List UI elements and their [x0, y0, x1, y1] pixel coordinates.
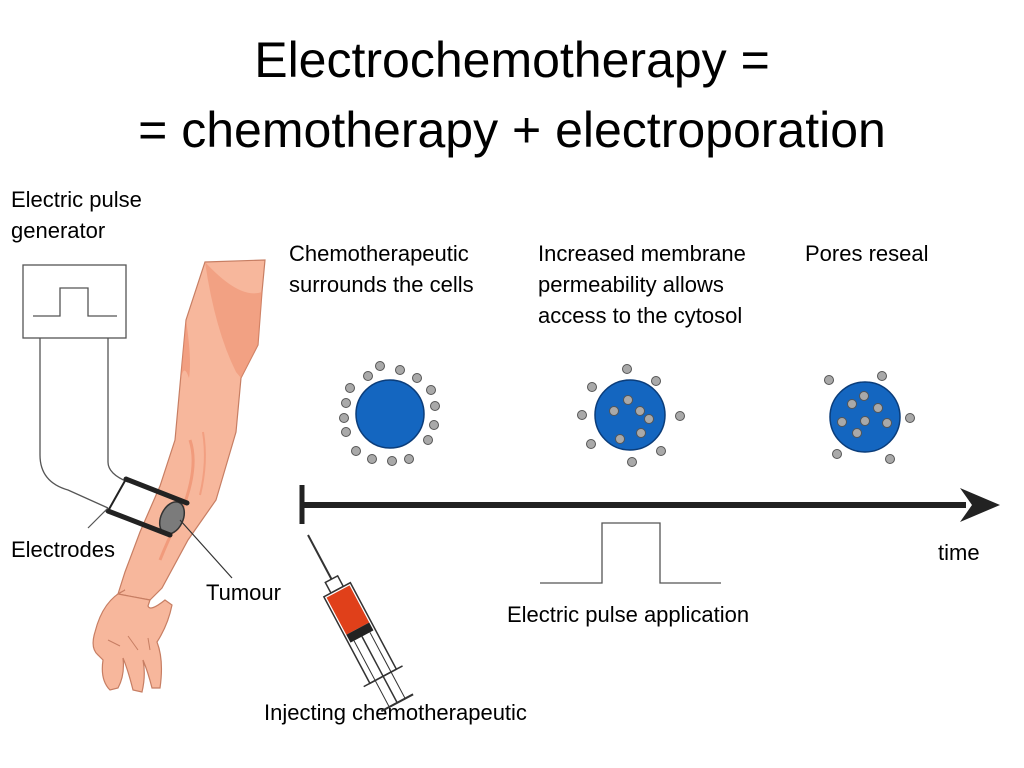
- timeline-arrow: [299, 485, 1000, 524]
- stage-2-caption: Increased membrane permeability allows a…: [538, 241, 746, 328]
- generator-wires: [39, 338, 129, 509]
- cell-body: [355, 379, 425, 449]
- tumour-pointer: [179, 519, 233, 579]
- arm-icon: [92, 259, 266, 693]
- upper-arm-shade: [205, 262, 262, 378]
- tumour-label: Tumour: [206, 580, 281, 605]
- electrodes-label: Electrodes: [11, 537, 115, 562]
- elbow-shade: [180, 320, 190, 385]
- square-pulse-generator-icon: [22, 264, 127, 339]
- stage-3-cell: [824, 371, 915, 464]
- hand-shape: [92, 589, 173, 693]
- forearm-line: [199, 431, 206, 496]
- title-line-1: Electrochemotherapy =: [254, 32, 770, 88]
- stage-3-caption: Pores reseal: [805, 241, 929, 266]
- stage-1-caption: Chemotherapeutic surrounds the cells: [289, 241, 474, 297]
- stage-1-cell: [339, 361, 440, 466]
- time-label: time: [938, 540, 980, 565]
- syringe-icon: [307, 534, 414, 713]
- electric-pulse-waveform: [540, 522, 721, 584]
- electrodes: [105, 476, 190, 538]
- stage-2-cell: [577, 364, 685, 467]
- finger-lines: [107, 635, 151, 651]
- electrodes-pointer: [87, 507, 109, 529]
- injecting-label: Injecting chemotherapeutic: [264, 700, 527, 725]
- generator-label: Electric pulse generator: [11, 187, 142, 243]
- pulse-application-label: Electric pulse application: [507, 602, 750, 627]
- title-line-2: = chemotherapy + electroporation: [138, 102, 886, 158]
- cell-body: [594, 379, 666, 451]
